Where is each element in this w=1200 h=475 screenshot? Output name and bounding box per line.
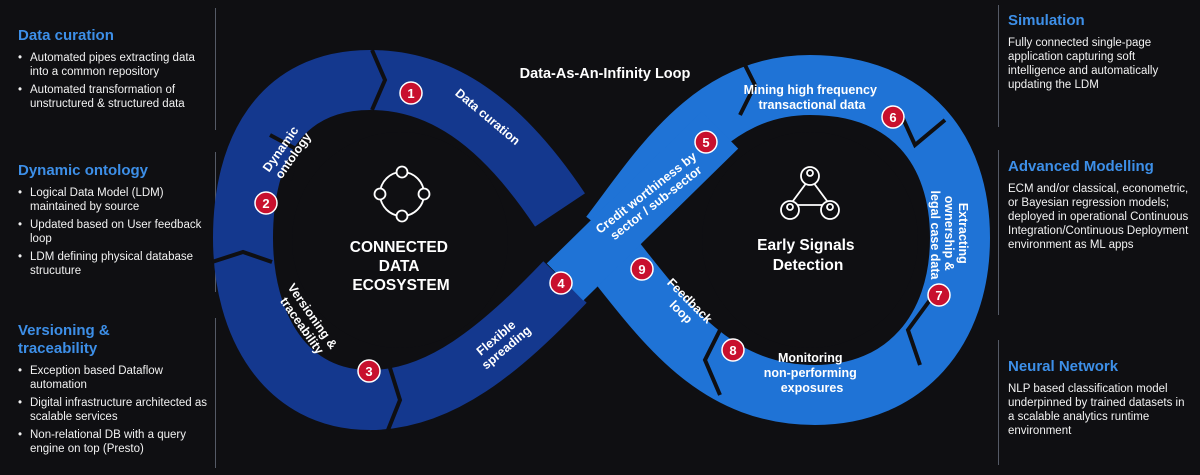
panel-bullet: Exception based Dataflow automation [18, 364, 213, 392]
svg-text:3: 3 [365, 364, 372, 379]
panel-bullet: Automated pipes extracting data into a c… [18, 51, 213, 79]
left-loop-label: CONNECTED DATA ECOSYSTEM [350, 239, 452, 294]
divider [215, 8, 216, 130]
right-loop-band [586, 54, 991, 426]
divider [998, 150, 999, 315]
panel-heading: Dynamic ontology [18, 162, 149, 179]
step-label-8: Monitoring non-performing exposures [764, 351, 861, 395]
panel-heading: Neural Network [1008, 358, 1119, 375]
step-badge-7: 7 [927, 283, 951, 307]
svg-text:2: 2 [262, 196, 269, 211]
panel-neural-network: Neural Network NLP based classification … [1008, 358, 1188, 438]
panel-simulation: Simulation Fully connected single-page a… [1008, 12, 1188, 92]
panel-bullet: LDM defining physical database strucutur… [18, 250, 213, 278]
panel-bullet: Updated based on User feedback loop [18, 218, 213, 246]
connected-nodes-icon [373, 165, 431, 223]
step-label-7: Extracting ownership & legal case data [928, 191, 970, 281]
divider [998, 5, 999, 127]
divider [215, 318, 216, 468]
panel-text: NLP based classification model underpinn… [1008, 383, 1185, 437]
svg-text:6: 6 [889, 110, 896, 125]
step-badge-1: 1 [399, 81, 423, 105]
right-loop-center [702, 132, 918, 348]
panel-dynamic-ontology: Dynamic ontology Logical Data Model (LDM… [18, 162, 213, 282]
svg-text:9: 9 [638, 262, 645, 277]
left-loop-band [212, 49, 587, 431]
left-loop-center [292, 132, 508, 348]
panel-text: ECM and/or classical, econometric, or Ba… [1008, 183, 1189, 251]
segment-separators [211, 49, 947, 431]
step-badge-3: 3 [357, 359, 381, 383]
crossing-band-up [546, 111, 739, 301]
panel-bullet: Automated transformation of unstructured… [18, 83, 213, 111]
svg-text:1: 1 [407, 86, 414, 101]
panel-bullet: Digital infrastructure architected as sc… [18, 396, 213, 424]
panel-bullet: Logical Data Model (LDM) maintained by s… [18, 186, 213, 214]
step-badge-8: 8 [721, 338, 745, 362]
step-badge-6: 6 [881, 105, 905, 129]
panel-heading: Advanced Modelling [1008, 158, 1154, 175]
panel-heading: Simulation [1008, 12, 1085, 29]
panel-advanced-modelling: Advanced Modelling ECM and/or classical,… [1008, 158, 1190, 252]
people-network-icon [780, 166, 840, 220]
step-badge-5: 5 [694, 130, 718, 154]
diagram-title: Data-As-An-Infinity Loop [519, 66, 691, 82]
right-loop-label: Early Signals Detection [757, 237, 859, 274]
step-badge-9: 9 [630, 257, 654, 281]
panel-bullet: Non-relational DB with a query engine on… [18, 428, 213, 456]
panel-text: Fully connected single-page application … [1008, 37, 1159, 91]
panel-heading: Versioning & traceability [18, 322, 110, 357]
svg-text:4: 4 [557, 276, 565, 291]
step-badge-4: 4 [549, 271, 573, 295]
svg-text:5: 5 [702, 135, 709, 150]
step-badge-2: 2 [254, 191, 278, 215]
svg-text:7: 7 [935, 288, 942, 303]
panel-data-curation: Data curation Automated pipes extracting… [18, 27, 213, 115]
step-label-6: Mining high frequency transactional data [744, 83, 881, 112]
svg-text:8: 8 [729, 343, 736, 358]
panel-versioning: Versioning & traceability Exception base… [18, 322, 213, 460]
panel-heading: Data curation [18, 27, 114, 44]
divider [998, 340, 999, 465]
